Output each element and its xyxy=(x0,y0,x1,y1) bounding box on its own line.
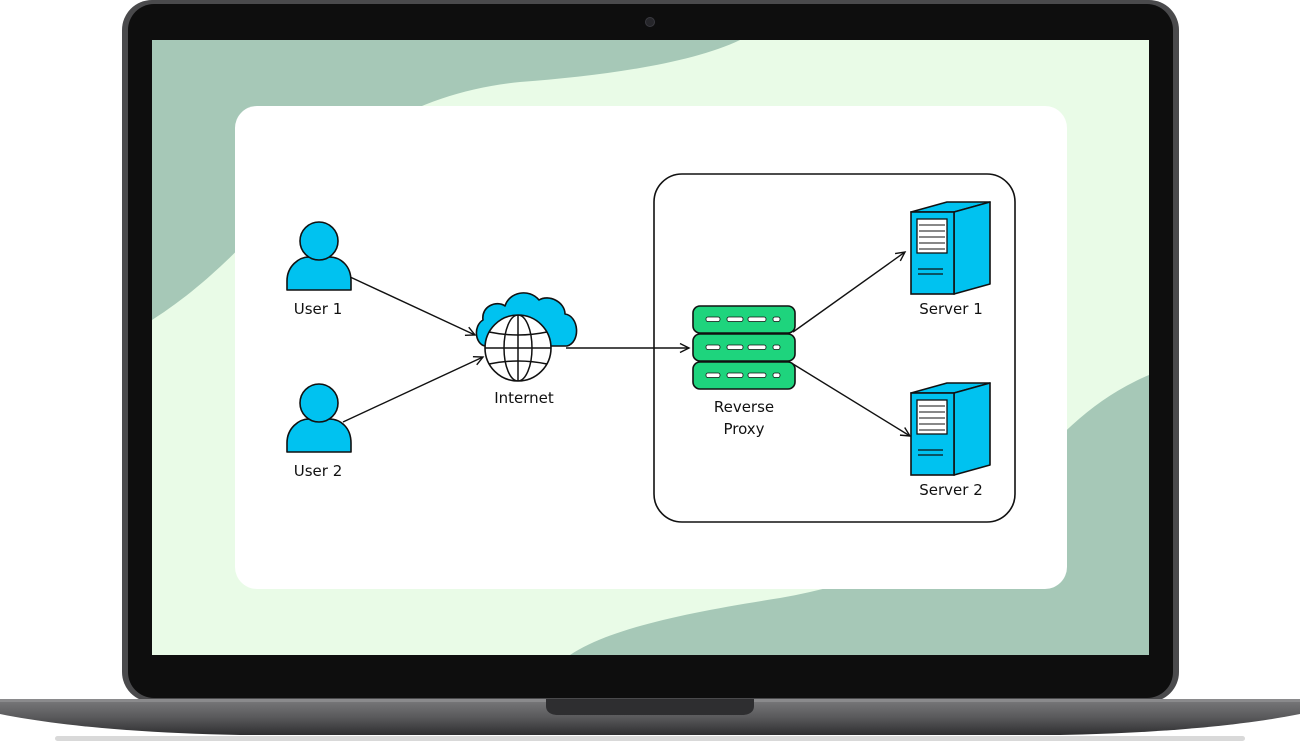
webcam-icon xyxy=(645,17,655,27)
user2-node: User 2 xyxy=(286,383,352,480)
edge-user2-internet xyxy=(342,356,485,423)
reverse-proxy-node: Reverse Proxy xyxy=(692,305,796,438)
user-icon xyxy=(286,383,352,453)
edges xyxy=(342,251,912,437)
internet-node: Internet xyxy=(475,292,578,407)
server1-label: Server 1 xyxy=(919,300,983,318)
edge-user1-internet xyxy=(347,275,477,336)
server-rack-icon xyxy=(692,305,796,390)
diagram-card: User 1 User 2 Inter xyxy=(235,106,1067,589)
server2-node: Server 2 xyxy=(910,382,991,499)
edge-proxy-server2 xyxy=(792,363,912,437)
reverse-proxy-diagram: User 1 User 2 Inter xyxy=(286,173,1016,523)
server-tower-icon xyxy=(910,201,991,295)
internet-label: Internet xyxy=(494,389,554,407)
reverse-proxy-label-line1: Reverse xyxy=(714,398,774,416)
server-tower-icon xyxy=(910,382,991,476)
laptop-notch xyxy=(546,699,754,715)
laptop-base-shadow xyxy=(55,736,1245,741)
laptop-base xyxy=(0,699,1300,735)
cloud-globe-icon xyxy=(475,292,578,382)
user1-node: User 1 xyxy=(286,221,352,318)
user2-label: User 2 xyxy=(294,462,343,480)
server1-node: Server 1 xyxy=(910,201,991,318)
user1-label: User 1 xyxy=(294,300,343,318)
reverse-proxy-label-line2: Proxy xyxy=(723,420,764,438)
server2-label: Server 2 xyxy=(919,481,983,499)
edge-proxy-server1 xyxy=(792,251,907,333)
user-icon xyxy=(286,221,352,291)
